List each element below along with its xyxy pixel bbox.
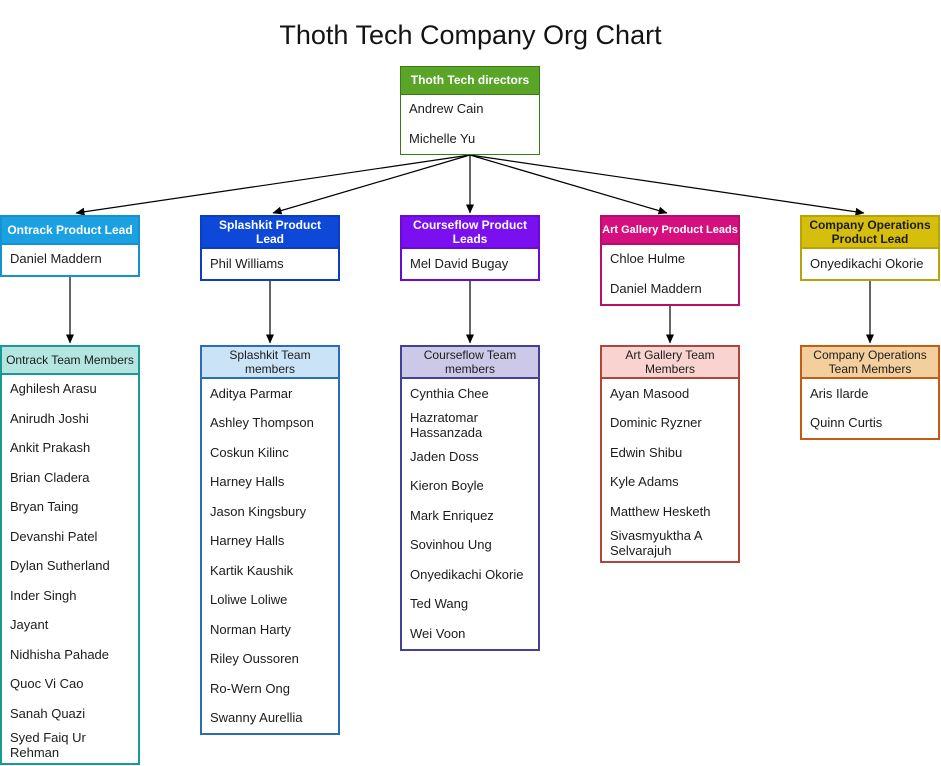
ontrack-team-member: Dylan Sutherland bbox=[10, 558, 110, 574]
ontrack-team-member: Brian Cladera bbox=[10, 469, 90, 485]
courseflow-team-member: Mark Enriquez bbox=[410, 507, 494, 523]
company-operations-team-member: Quinn Curtis bbox=[810, 415, 883, 431]
chart-title: Thoth Tech Company Org Chart bbox=[279, 20, 662, 50]
art-gallery-lead-header: Art Gallery Product Leads bbox=[602, 217, 738, 245]
ontrack-team-member: Ankit Prakash bbox=[10, 440, 91, 456]
art-gallery-team-member: Ayan Masood bbox=[610, 385, 690, 401]
courseflow-team-member: Onyedikachi Okorie bbox=[410, 566, 524, 582]
art-gallery-lead-member: Chloe Hulme bbox=[610, 251, 686, 267]
ontrack-team-member: Bryan Taing bbox=[10, 499, 79, 515]
art-gallery-team-header: Art Gallery Team Members bbox=[602, 347, 738, 380]
company-operations-lead-header: Company Operations Product Lead bbox=[802, 217, 938, 250]
ontrack-team-header: Ontrack Team Members bbox=[2, 347, 138, 375]
courseflow-team-member: Hazratomar Hassanzada bbox=[410, 409, 483, 440]
company-operations-lead-member: Onyedikachi Okorie bbox=[810, 255, 924, 271]
ontrack-team-member: Aghilesh Arasu bbox=[10, 381, 97, 397]
ontrack-team-member: Quoc Vi Cao bbox=[10, 676, 84, 692]
ontrack-team-member: Sanah Quazi bbox=[10, 705, 86, 721]
directors-member: Andrew Cain bbox=[409, 101, 484, 117]
ontrack-lead-header: Ontrack Product Lead bbox=[2, 217, 138, 245]
directors-member: Michelle Yu bbox=[409, 130, 476, 146]
connector-line bbox=[75, 154, 471, 216]
splashkit-team-member: Jason Kingsbury bbox=[210, 503, 307, 519]
splashkit-team-member: Kartik Kaushik bbox=[210, 562, 294, 578]
splashkit-team-member: Swanny Aurellia bbox=[210, 710, 303, 726]
ontrack-team-member: Devanshi Patel bbox=[10, 528, 98, 544]
splashkit-team-member: Norman Harty bbox=[210, 621, 291, 637]
courseflow-team-member: Ted Wang bbox=[410, 596, 469, 612]
art-gallery-team-member: Kyle Adams bbox=[610, 474, 679, 490]
courseflow-team-member: Cynthia Chee bbox=[410, 385, 489, 401]
splashkit-team-member: Harney Halls bbox=[210, 533, 285, 549]
company-operations-team-header: Company Operations Team Members bbox=[802, 347, 938, 380]
art-gallery-lead-member: Daniel Maddern bbox=[610, 280, 702, 296]
ontrack-team-member: Inder Singh bbox=[10, 587, 77, 603]
art-gallery-team-member: Dominic Ryzner bbox=[610, 415, 702, 431]
courseflow-lead-member: Mel David Bugay bbox=[410, 255, 509, 271]
ontrack-team-member: Nidhisha Pahade bbox=[10, 646, 110, 662]
courseflow-lead-header: Courseflow Product Leads bbox=[402, 217, 538, 250]
splashkit-team-member: Harney Halls bbox=[210, 474, 285, 490]
connector-line bbox=[469, 154, 668, 215]
ontrack-lead-member: Daniel Maddern bbox=[10, 251, 102, 267]
splashkit-team-member: Aditya Parmar bbox=[210, 385, 293, 401]
splashkit-team-member: Ashley Thompson bbox=[210, 415, 314, 431]
courseflow-team-member: Sovinhou Ung bbox=[410, 537, 492, 553]
courseflow-team-member: Kieron Boyle bbox=[410, 478, 484, 494]
art-gallery-team-member: Edwin Shibu bbox=[610, 444, 683, 460]
courseflow-team-header: Courseflow Team members bbox=[402, 347, 538, 380]
company-operations-team-member: Aris Ilarde bbox=[810, 385, 869, 401]
splashkit-team-member: Loliwe Loliwe bbox=[210, 592, 288, 608]
connector-line bbox=[272, 154, 471, 215]
splashkit-team-member: Ro-Wern Ong bbox=[210, 680, 290, 696]
splashkit-team-member: Coskun Kilinc bbox=[210, 444, 289, 460]
connector-line bbox=[469, 154, 865, 216]
splashkit-team-member: Riley Oussoren bbox=[210, 651, 299, 667]
splashkit-lead-member: Phil Williams bbox=[210, 255, 284, 271]
courseflow-team-member: Wei Voon bbox=[410, 625, 466, 641]
splashkit-lead-header: Splashkit Product Lead bbox=[202, 217, 338, 250]
splashkit-team-header: Splashkit Team members bbox=[202, 347, 338, 380]
courseflow-team-member: Jaden Doss bbox=[410, 448, 479, 464]
directors-header: Thoth Tech directors bbox=[401, 67, 539, 95]
ontrack-team-member: Anirudh Joshi bbox=[10, 410, 89, 426]
art-gallery-team-member: Sivasmyuktha A Selvarajuh bbox=[610, 527, 702, 558]
ontrack-team-member: Syed Faiq Ur Rehman bbox=[10, 730, 86, 760]
art-gallery-team-member: Matthew Hesketh bbox=[610, 503, 711, 519]
ontrack-team-member: Jayant bbox=[10, 617, 49, 633]
